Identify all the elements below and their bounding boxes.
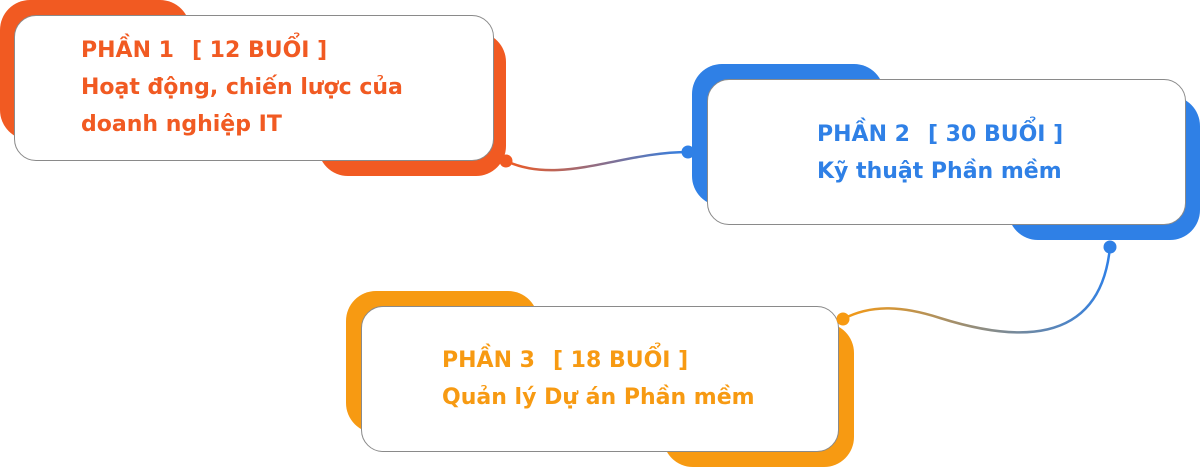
phase-3-label: PHẦN 3 (442, 348, 535, 373)
connector-phase-2-to-3 (842, 246, 1112, 334)
phase-1-sessions: [ 12 BUỔI ] (191, 38, 328, 63)
phase-1-text: PHẦN 1 [ 12 BUỔI ] Hoạt động, chiến lược … (81, 32, 403, 143)
phase-1-card: PHẦN 1 [ 12 BUỔI ] Hoạt động, chiến lược … (14, 15, 494, 161)
phase-1-title-line-2: doanh nghiệp IT (81, 112, 282, 137)
phase-3-heading: PHẦN 3 [ 18 BUỔI ] (442, 342, 755, 379)
phase-2-sessions: [ 30 BUỔI ] (927, 122, 1064, 147)
connector-phase-1-to-2 (505, 150, 689, 172)
phase-3-card: PHẦN 3 [ 18 BUỔI ] Quản lý Dự án Phần mềm (361, 306, 839, 452)
phase-2-card: PHẦN 2 [ 30 BUỔI ] Kỹ thuật Phần mềm (707, 79, 1186, 225)
phase-1-heading: PHẦN 1 [ 12 BUỔI ] (81, 32, 403, 69)
phase-1-title-line-1: Hoạt động, chiến lược của (81, 75, 403, 100)
phase-3-text: PHẦN 3 [ 18 BUỔI ] Quản lý Dự án Phần mềm (442, 342, 755, 416)
phase-1-label: PHẦN 1 (81, 38, 174, 63)
phase-2-title-line-1: Kỹ thuật Phần mềm (817, 159, 1062, 184)
connector-dot-phase-2-bottom (1103, 240, 1117, 254)
phase-2-text: PHẦN 2 [ 30 BUỔI ] Kỹ thuật Phần mềm (817, 116, 1063, 190)
phase-2-label: PHẦN 2 (817, 122, 910, 147)
phase-3-title-line-1: Quản lý Dự án Phần mềm (442, 385, 755, 410)
phase-3-sessions: [ 18 BUỔI ] (552, 348, 689, 373)
phase-2-heading: PHẦN 2 [ 30 BUỔI ] (817, 116, 1063, 153)
